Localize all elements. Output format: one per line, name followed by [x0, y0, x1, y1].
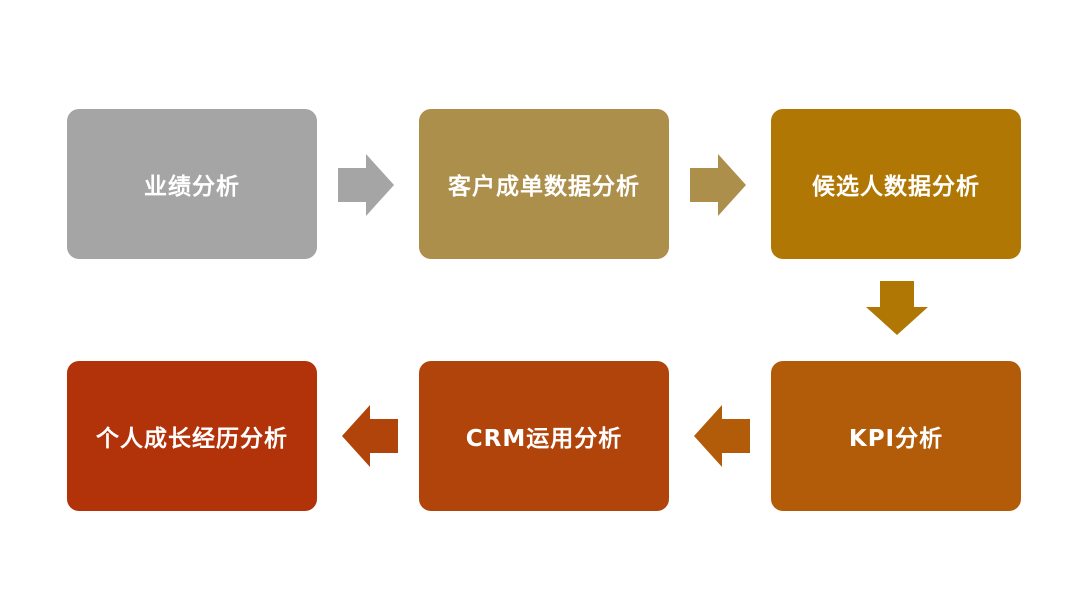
flow-step-crm-usage-analysis: CRM运用分析	[419, 361, 669, 511]
flow-step-personal-growth-analysis: 个人成长经历分析	[67, 361, 317, 511]
arrow-left-icon	[694, 405, 750, 467]
flow-step-label: 业绩分析	[144, 174, 240, 200]
arrow-left-icon	[342, 405, 398, 467]
arrow-shape	[694, 405, 750, 467]
flow-step-label: CRM运用分析	[465, 426, 623, 452]
flow-step-candidate-data-analysis: 候选人数据分析	[771, 109, 1021, 259]
flow-step-kpi-analysis: KPI分析	[771, 361, 1021, 511]
arrow-down-icon	[866, 281, 928, 335]
flow-step-label: 候选人数据分析	[812, 174, 980, 200]
flow-step-label: 个人成长经历分析	[96, 426, 288, 452]
flow-step-client-order-data-analysis: 客户成单数据分析	[419, 109, 669, 259]
arrow-right-icon	[338, 154, 394, 216]
flow-step-performance-analysis: 业绩分析	[67, 109, 317, 259]
flow-step-label: KPI分析	[848, 426, 944, 452]
arrow-shape	[338, 154, 394, 216]
flow-step-label: 客户成单数据分析	[448, 174, 640, 200]
arrow-shape	[342, 405, 398, 467]
arrow-shape	[690, 154, 746, 216]
arrow-right-icon	[690, 154, 746, 216]
arrow-shape	[866, 281, 928, 335]
